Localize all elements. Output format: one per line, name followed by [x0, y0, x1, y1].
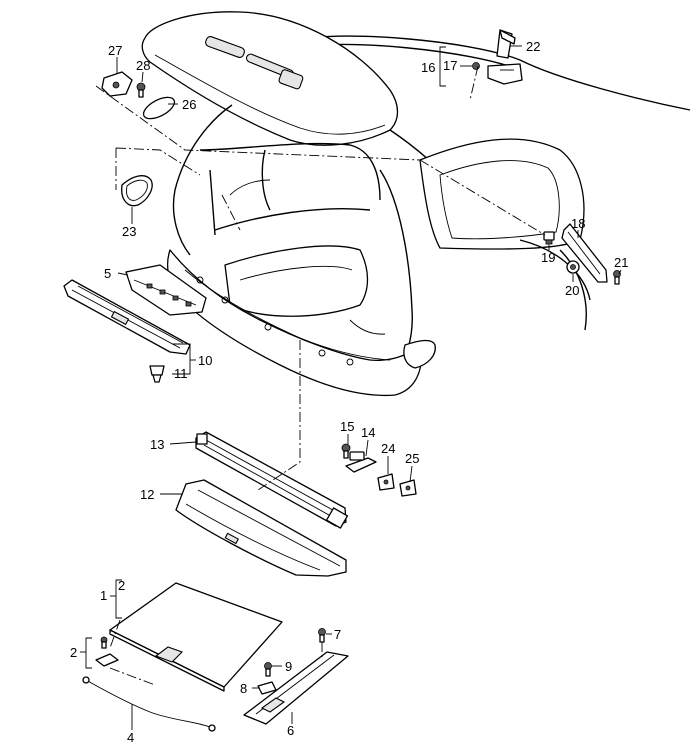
callout-17: 17 — [443, 58, 457, 73]
callout-9: 9 — [285, 659, 292, 674]
part-7-screw — [318, 628, 326, 643]
part-1-floor-panel — [109, 582, 283, 692]
callout-23: 23 — [122, 224, 136, 239]
part-14-bracket — [345, 451, 377, 473]
callout-13: 13 — [150, 437, 164, 452]
callout-21: 21 — [614, 255, 628, 270]
callout-26: 26 — [182, 97, 196, 112]
part-4-cable — [82, 676, 216, 732]
part-17-screw — [472, 62, 480, 70]
part-13-cover-rail — [195, 431, 349, 529]
part-26-gasket — [142, 96, 176, 120]
callout-4: 4 — [127, 730, 134, 745]
callout-16: 16 — [421, 60, 435, 75]
callout-25: 25 — [405, 451, 419, 466]
callout-11: 11 — [174, 366, 188, 381]
vehicle-rear-body — [141, 11, 691, 397]
callout-10: 10 — [198, 353, 212, 368]
part-9-screw — [264, 662, 272, 677]
part-16-hinge — [487, 63, 523, 85]
part-2-handle — [95, 636, 119, 667]
callout-5: 5 — [104, 266, 111, 281]
callout-28: 28 — [136, 58, 150, 73]
part-6-sill-panel — [243, 651, 349, 725]
part-24-hinge — [377, 473, 395, 491]
part-18-trim-strip — [561, 223, 608, 283]
part-12-luggage-cover — [175, 479, 347, 577]
callout-19: 19 — [541, 250, 555, 265]
callout-20: 20 — [565, 283, 579, 298]
part-8-clip — [257, 681, 277, 695]
part-11-clip — [149, 365, 165, 383]
callout-18: 18 — [571, 216, 585, 231]
part-27-hinge-bracket — [101, 71, 133, 97]
part-19-bush — [543, 231, 555, 245]
part-23-seal-ring — [121, 175, 153, 207]
part-10-sill-trim — [63, 279, 191, 355]
callout-2-lower: 2 — [70, 645, 77, 660]
callout-15: 15 — [340, 419, 354, 434]
part-20-nut — [566, 260, 580, 274]
leader-lines — [80, 45, 622, 730]
callout-22: 22 — [526, 39, 540, 54]
callout-14: 14 — [361, 425, 375, 440]
callout-2-upper: 2 — [118, 578, 125, 593]
callout-12: 12 — [140, 487, 154, 502]
assembly-lines — [95, 65, 546, 686]
callouts: 1 2 2 4 5 6 7 8 9 10 11 12 13 14 15 16 1… — [70, 39, 628, 745]
part-28-screw — [136, 82, 146, 98]
callout-8: 8 — [240, 681, 247, 696]
callout-24: 24 — [381, 441, 395, 456]
part-25-hinge — [399, 479, 417, 497]
part-15-screw — [341, 443, 351, 459]
callout-1: 1 — [100, 588, 107, 603]
part-5-lock-carrier — [125, 264, 207, 316]
callout-27: 27 — [108, 43, 122, 58]
part-21-screw — [613, 270, 621, 285]
callout-7: 7 — [334, 627, 341, 642]
part-22-bracket — [496, 29, 516, 59]
callout-6: 6 — [287, 723, 294, 738]
